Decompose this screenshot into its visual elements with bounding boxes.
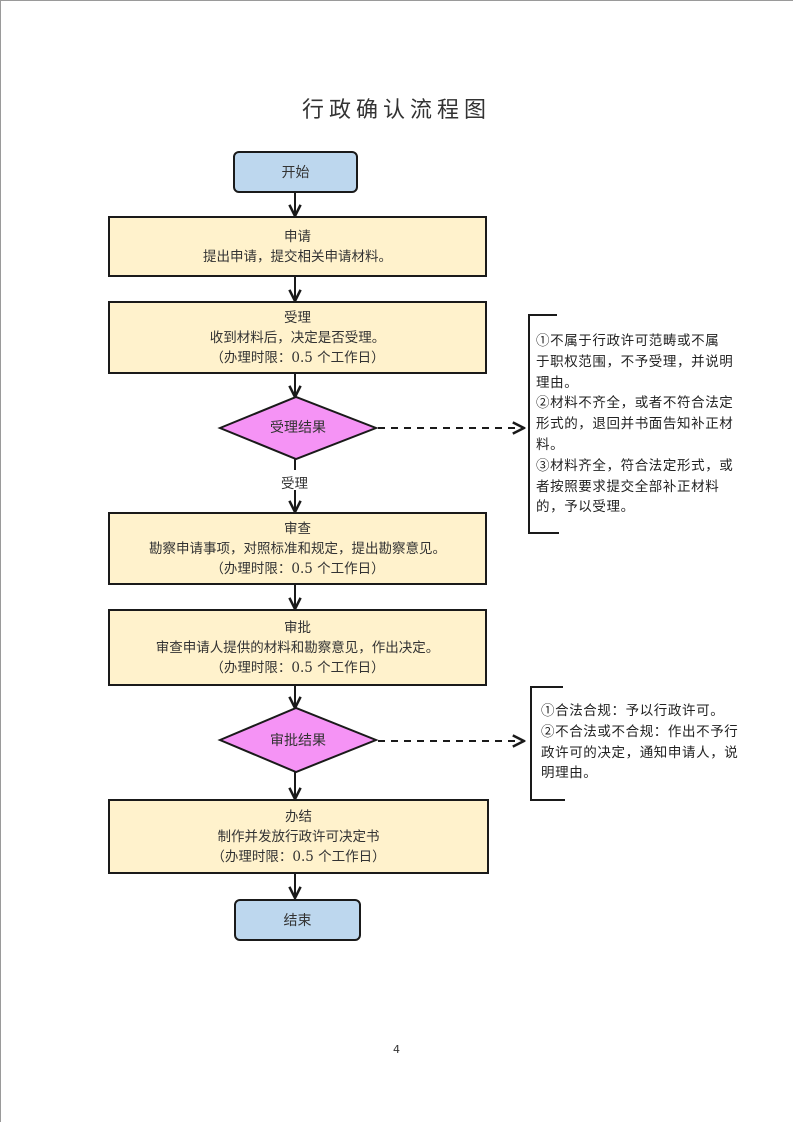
step-review: 审查 勘察申请事项，对照标准和规定，提出勘察意见。 （办理时限：0.5 个工作日… <box>108 512 487 585</box>
note-line: 理由。 <box>536 374 579 391</box>
end-node: 结束 <box>234 899 361 941</box>
step-title: 审查 <box>284 520 311 537</box>
note-line: ①不属于行政许可范畴或不属 <box>536 333 720 349</box>
step-time-limit: （办理时限：0.5 个工作日） <box>210 560 385 577</box>
page-title: 行政确认流程图 <box>301 98 491 123</box>
step-desc: 提出申请，提交相关申请材料。 <box>203 248 392 265</box>
step-finish: 办结 制作并发放行政许可决定书 （办理时限：0.5 个工作日） <box>108 799 489 874</box>
edge-label-accepted: 受理 <box>281 476 308 492</box>
note-bracket-approve <box>530 686 565 801</box>
start-node: 开始 <box>233 151 358 193</box>
step-desc: 制作并发放行政许可决定书 <box>217 828 380 845</box>
note-bracket-accept <box>528 314 559 534</box>
decision-label-approve: 审批结果 <box>270 733 326 749</box>
note-accept-outcomes: ①不属于行政许可范畴或不属 于职权范围，不予受理，并说明 理由。 ②材料不齐全，… <box>536 331 756 518</box>
note-line: 形式的，退回并书面告知补正材 <box>536 416 734 433</box>
step-title: 申请 <box>284 228 311 245</box>
decision-diamond-approve <box>217 706 379 774</box>
note-line: 者按照要求提交全部补正材料 <box>536 478 720 495</box>
page-number: 4 <box>393 1043 400 1056</box>
step-desc: 收到材料后，决定是否受理。 <box>209 329 386 346</box>
note-approve-outcomes: ①合法合规：予以行政许可。 ②不合法或不合规：作出不予行 政许可的决定，通知申请… <box>541 701 751 784</box>
step-apply: 申请 提出申请，提交相关申请材料。 <box>108 216 487 277</box>
step-time-limit: （办理时限：0.5 个工作日） <box>211 848 386 865</box>
note-line: 政许可的决定，通知申请人，说 <box>541 744 739 761</box>
step-time-limit: （办理时限：0.5 个工作日） <box>210 349 385 366</box>
note-line: 的，予以受理。 <box>536 499 635 516</box>
end-label: 结束 <box>283 913 312 929</box>
step-title: 办结 <box>285 808 312 825</box>
step-time-limit: （办理时限：0.5 个工作日） <box>210 659 385 676</box>
note-line: ③材料齐全，符合法定形式，或 <box>536 457 734 474</box>
step-accept: 受理 收到材料后，决定是否受理。 （办理时限：0.5 个工作日） <box>108 301 487 374</box>
note-line: 于职权范围，不予受理，并说明 <box>536 353 734 370</box>
page-border <box>0 0 1 1122</box>
decision-diamond-accept <box>217 395 379 461</box>
step-approve: 审批 审查申请人提供的材料和勘察意见，作出决定。 （办理时限：0.5 个工作日） <box>108 609 487 686</box>
step-desc: 审查申请人提供的材料和勘察意见，作出决定。 <box>155 639 440 656</box>
note-line: 料。 <box>536 436 565 453</box>
start-label: 开始 <box>281 165 310 181</box>
step-title: 受理 <box>284 309 311 326</box>
step-title: 审批 <box>284 619 311 636</box>
note-line: ①合法合规：予以行政许可。 <box>541 703 725 719</box>
note-line: ②材料不齐全，或者不符合法定 <box>536 395 734 412</box>
step-desc: 勘察申请事项，对照标准和规定，提出勘察意见。 <box>149 540 446 557</box>
note-line: ②不合法或不合规：作出不予行 <box>541 723 739 740</box>
note-line: 明理由。 <box>541 765 598 782</box>
page-border <box>0 0 793 1</box>
decision-label-accept: 受理结果 <box>270 420 326 436</box>
